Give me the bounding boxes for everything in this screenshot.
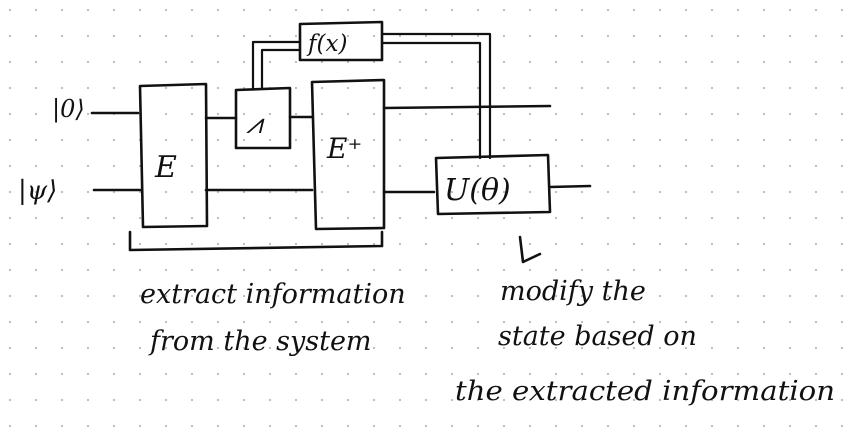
arrow-down-icon xyxy=(518,235,542,264)
note-right-line2: state based on xyxy=(498,321,697,352)
notes-left: extract information from the system xyxy=(140,279,406,357)
gate-encoder: E xyxy=(138,82,209,229)
extraction-bracket xyxy=(128,230,384,252)
note-left-line1: extract information xyxy=(140,279,406,310)
note-right-line1: modify the xyxy=(500,276,646,307)
gate-classical-function: f(x) xyxy=(298,20,384,62)
unitary-label: U(θ) xyxy=(444,173,511,208)
input-top-label: |0⟩ xyxy=(52,95,85,124)
decoder-label: E⁺ xyxy=(326,132,362,165)
quantum-wires xyxy=(90,104,592,194)
gate-unitary: U(θ) xyxy=(434,153,552,216)
classical-wires xyxy=(251,32,492,160)
dot-grid-background xyxy=(8,8,844,428)
classical-wire-inner-left xyxy=(260,48,302,90)
gate-measurement: ⩘ xyxy=(234,86,292,150)
classical-function-box xyxy=(298,20,384,62)
encoder-box xyxy=(138,82,209,229)
classical-wire-inner-right xyxy=(380,41,482,160)
note-left-line2: from the system xyxy=(148,326,372,357)
unitary-box xyxy=(434,153,552,216)
encoder-label: E xyxy=(154,150,177,185)
input-bottom-label: |ψ⟩ xyxy=(18,176,57,206)
wire-top-output xyxy=(382,104,552,110)
measurement-box xyxy=(234,86,292,150)
gate-decoder: E⁺ xyxy=(310,78,386,231)
measurement-label: ⩘ xyxy=(246,107,265,140)
decoder-box xyxy=(310,78,386,231)
wire-u-output xyxy=(548,184,592,189)
notes-right: modify the state based on the extracted … xyxy=(455,276,835,407)
classical-function-label: f(x) xyxy=(306,31,347,57)
classical-wire-outer-right xyxy=(380,32,492,160)
classical-wire-outer-left xyxy=(251,40,302,90)
note-right-line3: the extracted information xyxy=(455,376,835,407)
